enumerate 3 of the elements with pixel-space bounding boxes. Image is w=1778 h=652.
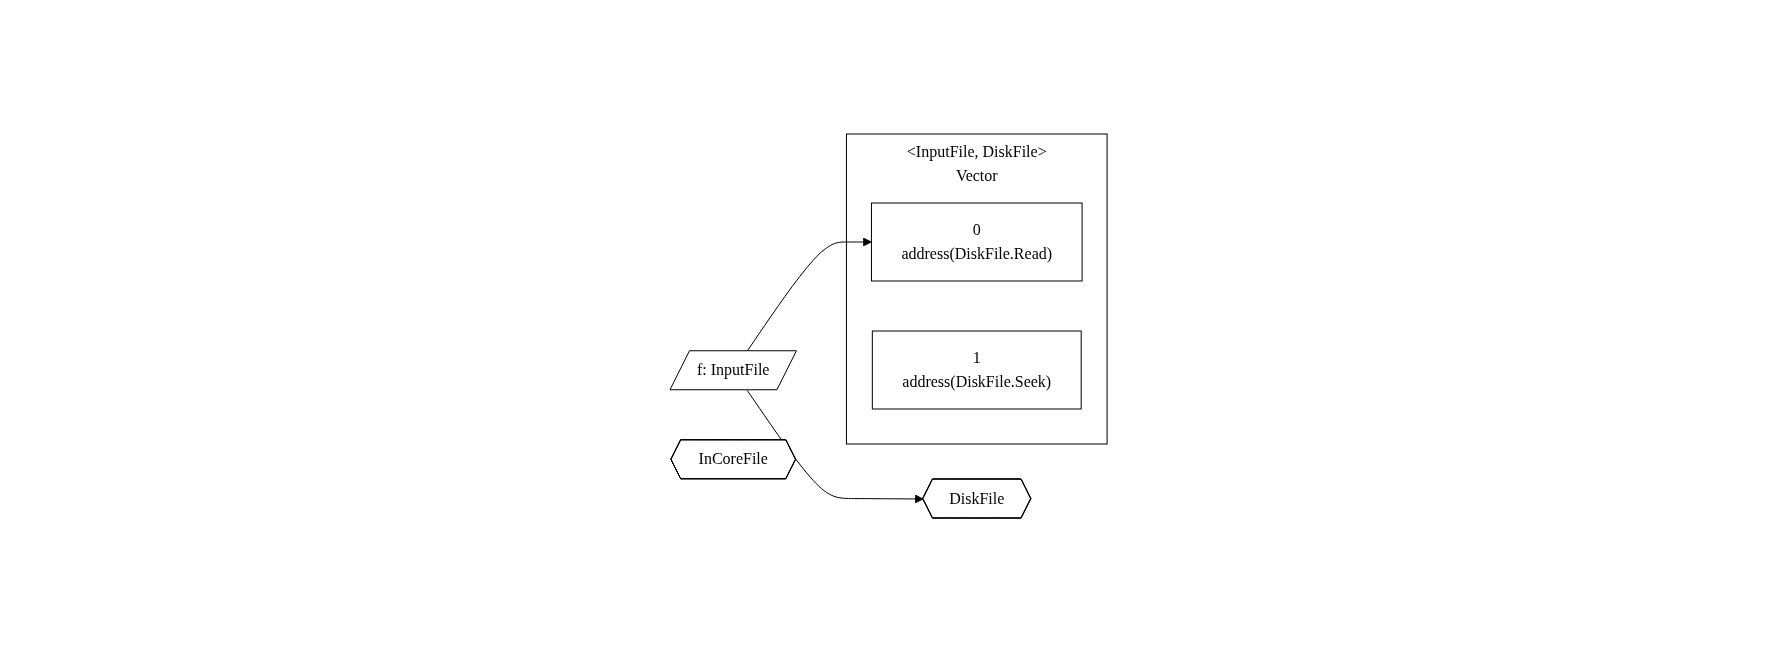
arrow [747, 237, 873, 352]
node-box: 0 address(DiskFile.Read) [871, 202, 1084, 282]
node-box: 1 address(DiskFile.Seek) [872, 330, 1083, 410]
